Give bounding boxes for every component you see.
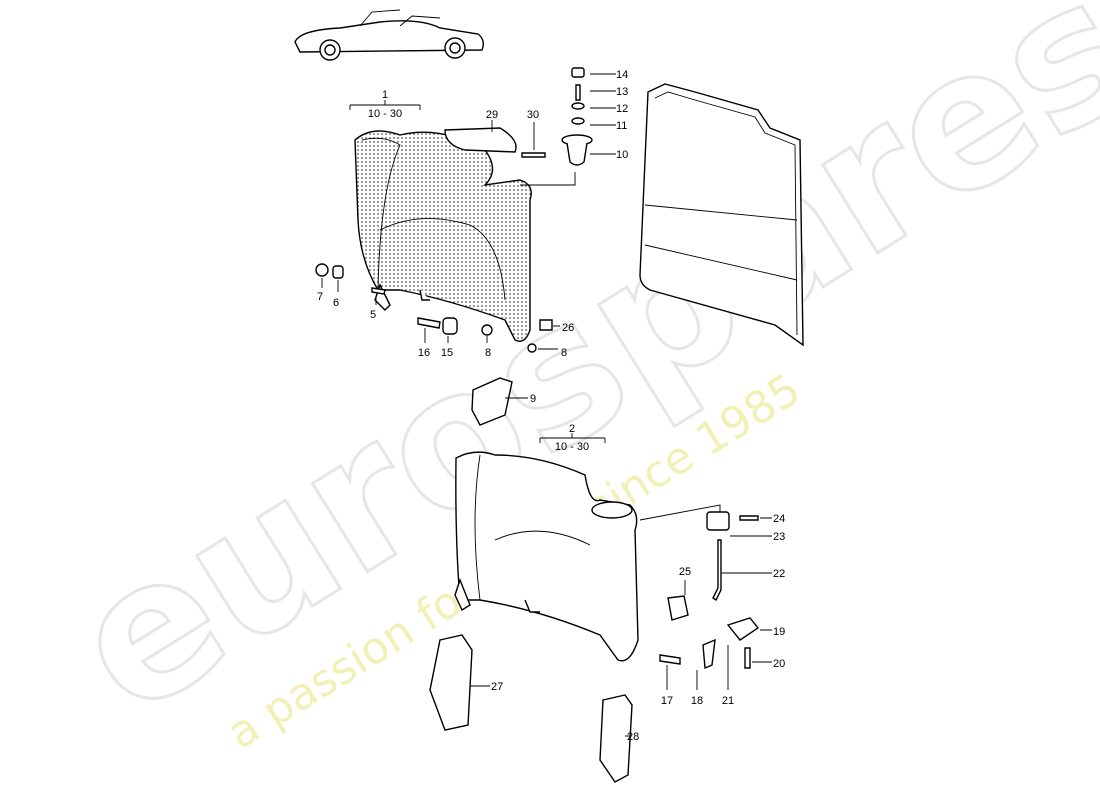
- callout-12: 12: [616, 103, 628, 115]
- hardware-17-25: [659, 511, 760, 670]
- seat-backrest-upper: [354, 130, 532, 342]
- callout-29: 29: [486, 109, 498, 121]
- callout-1-range: 10 - 30: [368, 108, 402, 120]
- car-thumbnail: [294, 9, 485, 61]
- callout-22: 22: [773, 568, 785, 580]
- callout-27: 27: [491, 681, 503, 693]
- callout-30: 30: [527, 109, 539, 121]
- callout-7: 7: [317, 291, 323, 303]
- backrest-panel: [639, 83, 804, 347]
- callout-18: 18: [691, 695, 703, 707]
- callout-14: 14: [616, 69, 628, 81]
- callout-11: 11: [616, 120, 627, 132]
- bolt-30: [521, 152, 546, 158]
- seat-backrest-lower: [454, 451, 639, 662]
- callout-labels: 1 10 - 30 2 10 - 30 29 30 14 13 12 11 10…: [317, 69, 785, 743]
- callout-23: 23: [773, 531, 785, 543]
- callout-28: 28: [627, 731, 639, 743]
- callout-15: 15: [441, 347, 453, 359]
- callout-13: 13: [616, 86, 628, 98]
- callout-17: 17: [661, 695, 673, 707]
- small-parts-5-8: [315, 263, 553, 353]
- callout-8b: 8: [561, 347, 567, 359]
- bracket-29: [444, 127, 517, 153]
- callout-21: 21: [722, 695, 734, 707]
- bracket-27: [429, 634, 473, 731]
- watermark-brand: eurospares: [37, 0, 1100, 758]
- callout-1: 1: [382, 89, 388, 101]
- callout-2: 2: [569, 423, 575, 435]
- callout-6: 6: [333, 297, 339, 309]
- callout-5: 5: [370, 309, 376, 321]
- callout-19: 19: [773, 626, 785, 638]
- callout-8a: 8: [485, 347, 491, 359]
- callout-25: 25: [679, 566, 691, 578]
- trim-9: [471, 377, 513, 426]
- leader-lines: [321, 73, 772, 737]
- callout-16: 16: [418, 347, 430, 359]
- callout-9: 9: [530, 393, 536, 405]
- callout-24: 24: [773, 513, 785, 525]
- callout-2-range: 10 - 30: [555, 441, 589, 453]
- callout-20: 20: [773, 658, 785, 670]
- socket-10-14: [561, 67, 593, 166]
- bracket-28: [599, 694, 633, 783]
- callout-10: 10: [616, 149, 628, 161]
- callout-26: 26: [562, 322, 574, 334]
- watermark: eurospares a passion for parts since 198…: [35, 0, 1100, 760]
